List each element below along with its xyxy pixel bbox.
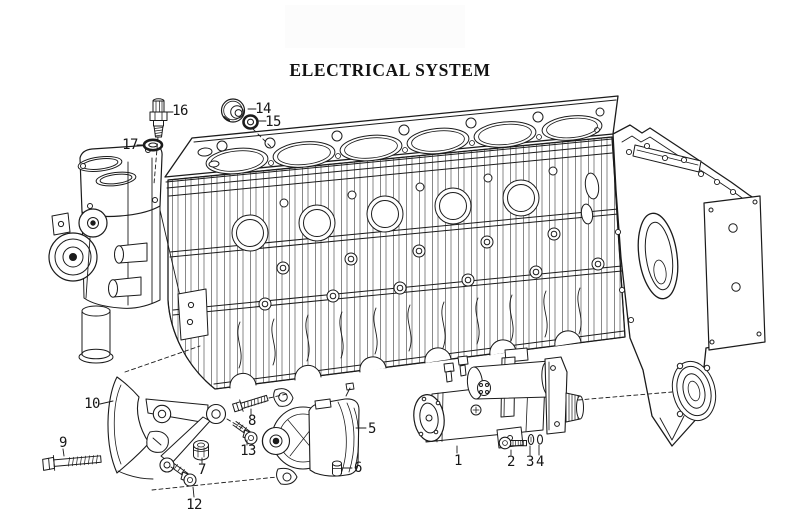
callout-leader-lines — [62, 108, 540, 498]
callout-1: 1 — [454, 453, 462, 469]
part-17-sealing-washer-art — [142, 138, 164, 152]
part-2-bolt-art — [498, 436, 527, 450]
callout-6: 6 — [354, 460, 362, 476]
callout-14: 14 — [255, 101, 271, 117]
callout-10: 10 — [84, 396, 100, 412]
callout-3: 3 — [526, 454, 534, 470]
part-15-sealing-washer-art — [242, 114, 259, 130]
part-8-bolt-art — [232, 394, 269, 413]
part-4-washer-art — [536, 434, 544, 445]
front-end-art — [48, 144, 209, 364]
alternator-art — [261, 382, 360, 485]
callout-12: 12 — [186, 497, 202, 513]
callout-15: 15 — [265, 114, 281, 130]
part-3-washer-art — [527, 433, 535, 446]
faded-header-block — [285, 5, 465, 48]
part-7-spacer-art — [193, 440, 209, 461]
dashed-assembly-lines — [124, 128, 673, 491]
part-13-bolt-art — [232, 421, 258, 445]
starter-motor-art — [413, 347, 584, 449]
callout-9: 9 — [59, 435, 67, 451]
callout-17: 17 — [122, 137, 138, 153]
callout-16: 16 — [172, 103, 188, 119]
alternator-bracket-art — [107, 376, 227, 480]
part-9-long-bolt-art — [42, 454, 102, 471]
callout-13: 13 — [240, 443, 256, 459]
diagram-title: ELECTRICAL SYSTEM — [289, 60, 491, 80]
callout-5: 5 — [368, 421, 376, 437]
callout-2: 2 — [507, 454, 515, 470]
flywheel-housing-art — [612, 124, 766, 447]
engine-block-art — [164, 95, 626, 390]
part-16-oil-pressure-sensor-art — [149, 98, 168, 138]
part-14-sensor-plug-art — [220, 98, 246, 123]
callout-8: 8 — [248, 413, 256, 429]
part-12-bolt-art — [170, 463, 197, 487]
callout-4: 4 — [536, 454, 544, 470]
part-6-terminal-plug-art — [332, 460, 342, 477]
callout-7: 7 — [198, 462, 206, 478]
